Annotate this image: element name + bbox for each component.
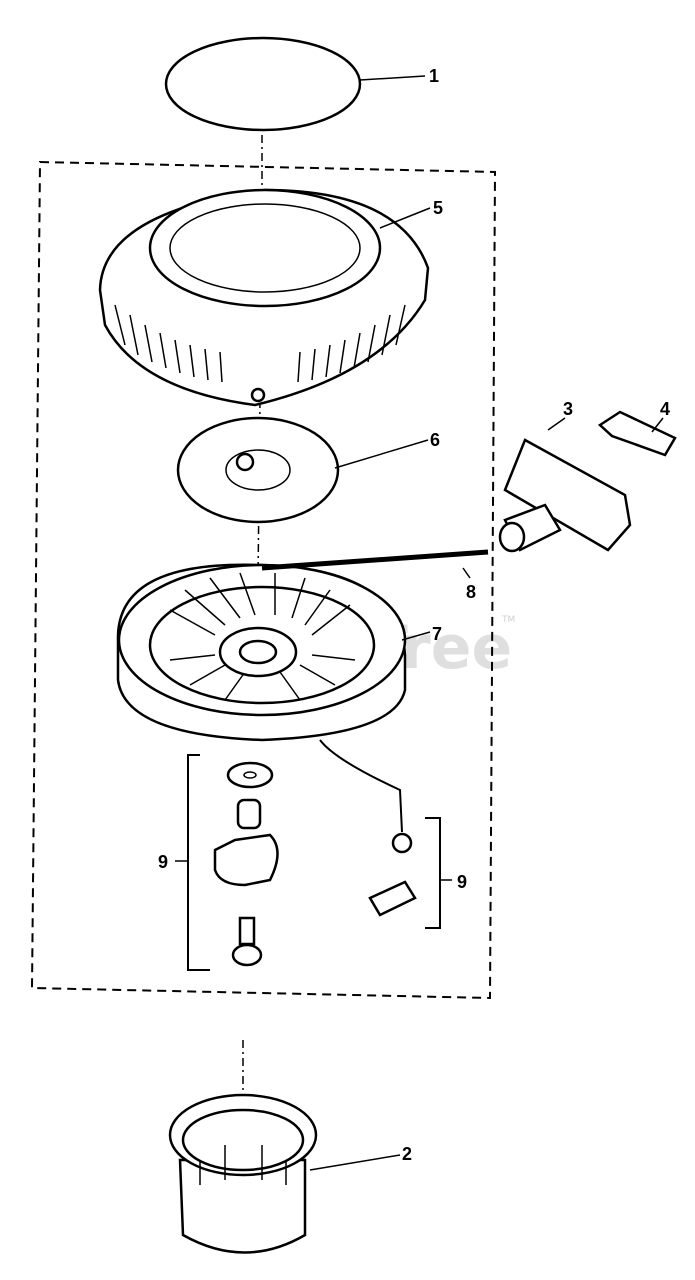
part-6-retainer-plate xyxy=(176,416,340,524)
callout-7: 7 xyxy=(432,624,442,644)
leader-4 xyxy=(651,417,664,433)
callout-2: 2 xyxy=(402,1144,412,1164)
part-3-starter-handle xyxy=(498,438,632,553)
assembly-dashed-box xyxy=(30,160,497,1000)
callout-8: 8 xyxy=(466,582,476,602)
callout-9-left: 9 xyxy=(158,852,168,872)
part-4-handle-insert xyxy=(597,410,677,457)
leader-2 xyxy=(309,1154,401,1171)
part-7-rope-pulley xyxy=(116,563,407,742)
callout-6: 6 xyxy=(430,430,440,450)
part-2-starter-cup xyxy=(168,1093,318,1254)
callout-9-right: 9 xyxy=(457,872,467,892)
callout-4: 4 xyxy=(660,399,670,419)
watermark-trademark: TM xyxy=(501,615,515,625)
callout-5: 5 xyxy=(433,198,443,218)
leader-3 xyxy=(547,417,566,431)
part-9-pawl-kit-left xyxy=(187,754,279,971)
leader-5 xyxy=(379,207,431,229)
part-5-starter-housing xyxy=(98,188,430,407)
leader-8 xyxy=(462,567,471,579)
part-1-cap xyxy=(164,36,362,132)
leader-7 xyxy=(401,631,431,641)
leader-1 xyxy=(359,75,426,81)
part-9-pawl-kit-right xyxy=(319,739,441,929)
callout-1: 1 xyxy=(429,66,439,86)
callout-3: 3 xyxy=(563,399,573,419)
leader-6 xyxy=(334,439,429,469)
part-8-starter-rope xyxy=(261,549,489,571)
